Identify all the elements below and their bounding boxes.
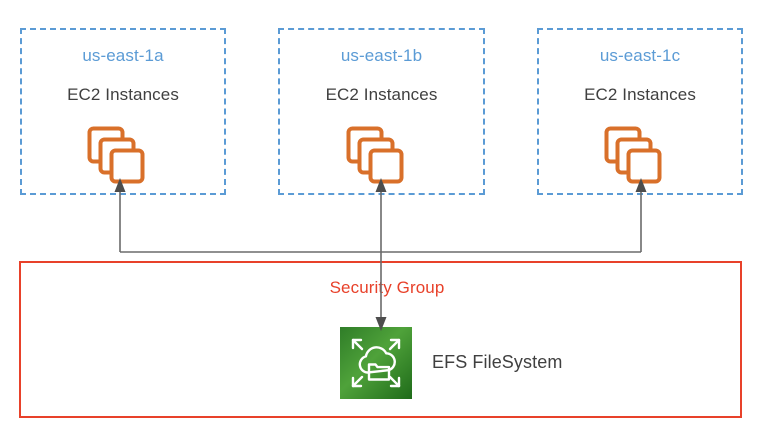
- az-resource-label-us-east-1b: EC2 Instances: [325, 85, 438, 104]
- ec2-instances-icon: [345, 125, 405, 185]
- az-label-us-east-1a: us-east-1a: [82, 46, 164, 65]
- ec2-instances-icon: [603, 125, 663, 185]
- ec2-instances-icon: [86, 125, 146, 185]
- availability-zone-us-east-1b[interactable]: us-east-1b EC2 Instances: [278, 28, 485, 195]
- availability-zone-us-east-1c[interactable]: us-east-1c EC2 Instances: [537, 28, 743, 195]
- az-resource-label-us-east-1a: EC2 Instances: [67, 85, 179, 104]
- availability-zone-us-east-1a[interactable]: us-east-1a EC2 Instances: [20, 28, 226, 195]
- az-label-us-east-1c: us-east-1c: [599, 46, 681, 65]
- efs-filesystem-icon[interactable]: [340, 327, 412, 399]
- az-label-us-east-1b: us-east-1b: [340, 46, 423, 65]
- security-group-label: Security Group: [329, 278, 445, 297]
- az-resource-label-us-east-1c: EC2 Instances: [584, 85, 696, 104]
- efs-filesystem-label: EFS FileSystem: [432, 352, 563, 372]
